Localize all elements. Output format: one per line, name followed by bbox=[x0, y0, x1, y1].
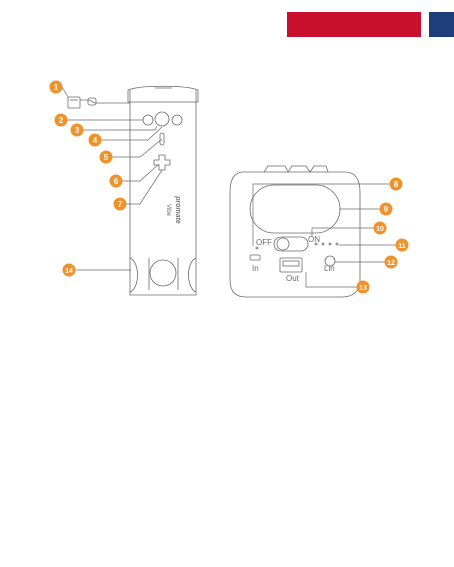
callout-2: 2 bbox=[55, 114, 68, 127]
svg-text:Vibe: Vibe bbox=[165, 204, 171, 217]
callout-13: 13 bbox=[357, 281, 370, 294]
svg-text:3: 3 bbox=[75, 126, 80, 135]
svg-text:14: 14 bbox=[65, 268, 73, 275]
leader-lines bbox=[62, 87, 396, 287]
callout-9: 9 bbox=[380, 203, 393, 216]
callout-5: 5 bbox=[100, 151, 113, 164]
svg-text:9: 9 bbox=[384, 205, 389, 214]
in-label: In bbox=[252, 264, 259, 273]
out-label: Out bbox=[286, 274, 300, 283]
callout-4: 4 bbox=[89, 134, 102, 147]
svg-text:10: 10 bbox=[376, 226, 384, 233]
svg-text:2: 2 bbox=[59, 116, 64, 125]
button-right bbox=[172, 115, 182, 125]
svg-text:5: 5 bbox=[104, 153, 109, 162]
callout-10: 10 bbox=[374, 222, 387, 235]
svg-text:6: 6 bbox=[114, 177, 119, 186]
callout-12: 12 bbox=[385, 256, 398, 269]
speaker-side-view bbox=[128, 86, 198, 295]
callout-11: 11 bbox=[396, 239, 409, 252]
usb-cable-icon bbox=[68, 97, 130, 108]
top-oval-panel bbox=[250, 185, 340, 233]
svg-text:8: 8 bbox=[394, 180, 399, 189]
callout-8: 8 bbox=[390, 178, 403, 191]
button-left bbox=[143, 115, 153, 125]
callout-7: 7 bbox=[114, 198, 127, 211]
button-center bbox=[155, 112, 169, 126]
svg-text:1: 1 bbox=[54, 83, 59, 92]
callout-3: 3 bbox=[71, 124, 84, 137]
svg-text:promate: promate bbox=[174, 195, 181, 224]
callout-1: 1 bbox=[50, 81, 63, 94]
on-label: ON bbox=[308, 235, 320, 244]
callout-6: 6 bbox=[110, 175, 123, 188]
callout-markers: 1 2 3 4 5 6 7 8 9 10 11 12 13 14 bbox=[50, 81, 409, 294]
off-label: OFF bbox=[256, 238, 272, 247]
svg-text:12: 12 bbox=[387, 260, 395, 267]
svg-text:13: 13 bbox=[359, 285, 367, 292]
callout-14: 14 bbox=[63, 264, 76, 277]
svg-text:7: 7 bbox=[118, 200, 123, 209]
svg-text:11: 11 bbox=[398, 243, 406, 250]
brand-logo: promate Vibe bbox=[165, 195, 181, 224]
lin-label: Lin bbox=[324, 264, 335, 273]
svg-text:4: 4 bbox=[93, 136, 98, 145]
